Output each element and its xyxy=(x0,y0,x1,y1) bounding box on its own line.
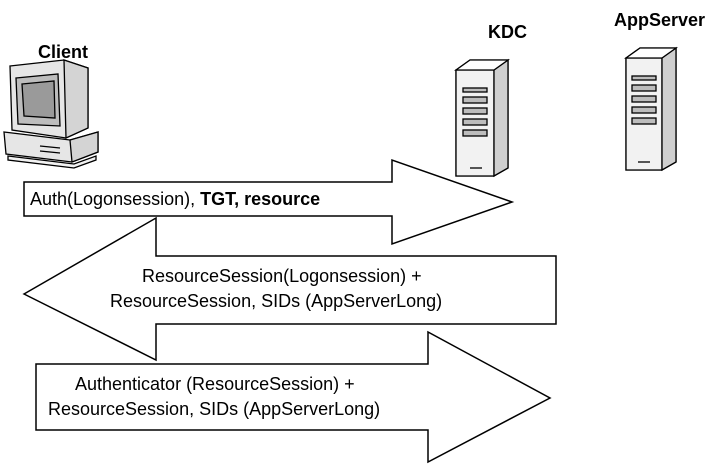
request-arrow-to-appserver xyxy=(35,330,552,464)
kdc-label: KDC xyxy=(488,22,527,42)
kdc-reply-line2: ResourceSession, SIDs (AppServerLong) xyxy=(110,291,443,311)
client-label: Client xyxy=(38,42,89,62)
auth-request-label: Auth(Logonsession), TGT, resource xyxy=(30,188,320,211)
kdc-reply-line1: ResourceSession(Logonsession) + xyxy=(142,266,422,286)
server-tower-icon xyxy=(623,46,679,172)
auth-request-bold: TGT, resource xyxy=(200,189,321,209)
request-arrow-to-kdc xyxy=(23,158,515,246)
app-request-line1: Authenticator (ResourceSession) + xyxy=(75,374,355,394)
auth-request-prefix: Auth(Logonsession), xyxy=(30,189,196,209)
appserver-label: AppServer xyxy=(614,10,706,30)
server-tower-icon xyxy=(453,58,511,178)
desktop-computer-icon xyxy=(3,59,99,169)
reply-arrow-to-client xyxy=(22,216,557,362)
app-request-line2: ResourceSession, SIDs (AppServerLong) xyxy=(48,399,381,419)
